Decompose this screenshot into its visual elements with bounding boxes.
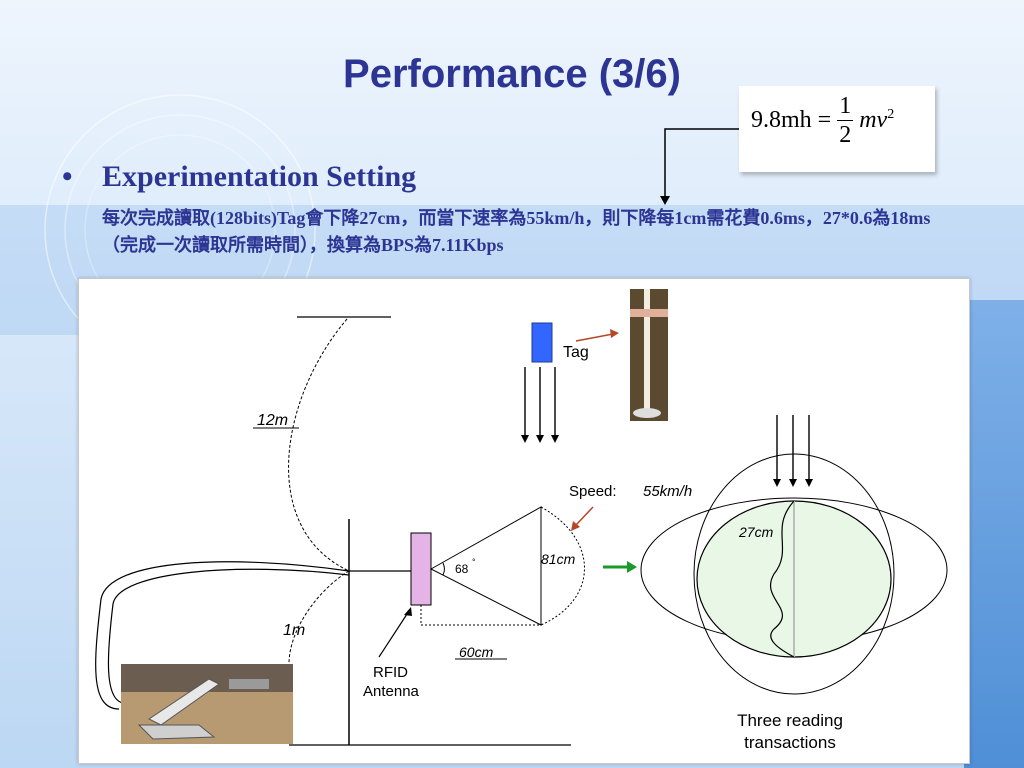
antenna-pointer-head [404,607,412,616]
formula-fraction: 1 2 [837,93,854,148]
green-arrow-head [627,561,637,573]
tag-pole-photo [630,289,668,421]
tag-pointer-line [575,333,614,342]
angle-arc [442,562,445,576]
formula-exponent: 2 [887,107,895,122]
diagram-canvas: 12m 1m 68 ° 81cm [95,289,948,752]
setting-description: 每次完成讀取(128bits)Tag會下降27cm，而當下速率為55km/h，則… [102,208,931,255]
angle-label: 68 [455,562,469,576]
background-side-panel [964,300,1024,768]
page-title: Performance (3/6) [343,52,681,96]
formula-numerator: 1 [837,93,854,121]
caption-line1: Three reading [737,711,843,730]
antenna-label-line1: RFID [373,664,408,681]
antenna-pointer-line [378,610,410,658]
energy-formula: 9.8mh = 1 2 mv2 [751,94,894,147]
width-label: 60cm [459,644,494,660]
formula-rhs: mv2 [859,107,894,134]
tag-label: Tag [563,344,589,361]
antenna-label-line2: Antenna [363,683,420,700]
tag-block [531,322,553,363]
formula-box: 9.8mh = 1 2 mv2 [739,86,935,172]
laptop-photo [121,664,293,744]
tag-pointer-head [610,329,619,338]
angle-unit: ° [472,557,476,567]
speed-prefix: Speed: [569,483,617,500]
cable-inner [107,568,350,704]
bullet-marker: • [62,160,73,193]
formula-lhs: 9.8mh = [751,107,832,133]
speed-value: 55km/h [643,483,692,500]
formula-denominator: 2 [839,122,852,148]
height-dashed-curve [288,318,350,572]
distance-label: 1m [283,622,305,639]
rfid-antenna [410,532,432,606]
caption-line2: transactions [744,733,836,752]
distance-dashed-curve [288,570,350,665]
tag-down-arrows [521,367,559,443]
tag-drop-wave [769,500,795,658]
range-label: 81cm [541,551,576,567]
outer-vertical-ellipse [693,453,895,695]
section-heading: Experimentation Setting [102,160,417,193]
zone-down-arrows [773,415,813,487]
drop-label: 27cm [738,524,774,540]
speed-pointer-head [571,521,580,531]
experiment-diagram: 12m 1m 68 ° 81cm [78,278,970,764]
antenna-beam [429,506,542,626]
speed-pointer-line [575,506,594,526]
range-dotted-arc [540,506,585,626]
height-label: 12m [257,412,288,429]
formula-rhs-text: mv [859,107,888,133]
cable-outer [95,561,350,710]
